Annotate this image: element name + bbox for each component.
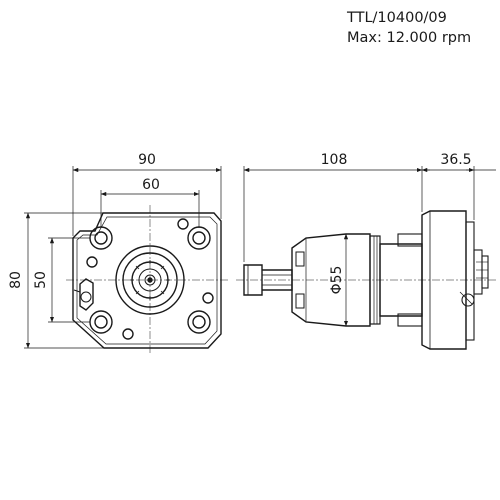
coolant-fitting — [459, 249, 489, 307]
dim-bolt-spacing-y: 50 — [33, 271, 49, 289]
dim-height-front: 80 — [8, 271, 24, 289]
dim-width-front: 90 — [138, 152, 156, 168]
bolt-hole — [89, 310, 113, 334]
bolt-hole — [89, 226, 113, 250]
max-speed: Max: 12.000 rpm — [347, 30, 472, 46]
pin-hole — [122, 328, 134, 340]
front-body-inner-edge — [76, 216, 218, 345]
pin-hole — [86, 256, 98, 268]
dim-diameter: Φ55 — [329, 266, 345, 295]
dim-bolt-spacing-x: 60 — [142, 177, 160, 193]
dim-length-side: 108 — [321, 152, 348, 168]
dimension-lines — [24, 166, 496, 349]
dimension-labels: 90 60 80 50 108 36.5 Φ55 — [8, 152, 472, 294]
pin-hole — [202, 292, 214, 304]
part-number: TTL/10400/09 — [347, 10, 447, 26]
bolt-hole — [187, 226, 211, 250]
bolt-hole — [187, 310, 211, 334]
dim-flange-width: 36.5 — [440, 152, 471, 168]
front-view — [66, 205, 228, 355]
title-block: TTL/10400/09 Max: 12.000 rpm — [347, 8, 471, 48]
pin-hole — [177, 218, 189, 230]
coolant-port — [73, 278, 94, 311]
side-view — [236, 210, 496, 350]
